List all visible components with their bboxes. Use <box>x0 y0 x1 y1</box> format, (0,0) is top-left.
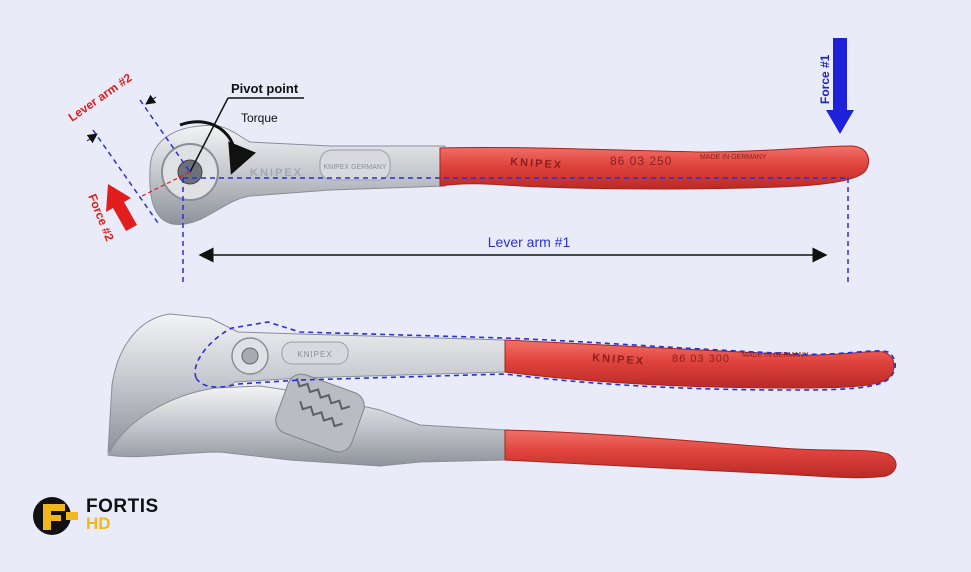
lever-arm-2-guide-b <box>139 99 191 173</box>
lever-arm-1-dimension: Lever arm #1 <box>198 234 828 263</box>
lever-arm-2-red-dashed <box>141 171 191 197</box>
force-1-arrow-shaft <box>833 38 847 112</box>
fortis-hd-logo-mark-icon <box>33 497 78 535</box>
torque-arc-arrow <box>179 120 257 175</box>
bottom-handle-origin: MADE IN GERMANY <box>742 352 809 359</box>
pivot-point-label: Pivot point <box>231 81 299 96</box>
bottom-lever-dashed-outline <box>194 321 896 391</box>
lever-arm-2-guide-a <box>92 129 159 224</box>
top-plier: KNIPEX GERMANY KNIPEX KNIPEX 86 03 250 M… <box>149 124 870 226</box>
bottom-stamp-plate <box>281 341 349 365</box>
lever-arm-1-label: Lever arm #1 <box>488 234 571 250</box>
top-handle-origin: MADE IN GERMANY <box>700 154 767 161</box>
bottom-upper-red-handle <box>504 339 895 389</box>
bottom-stamp-text: KNIPEX <box>297 350 332 359</box>
bottom-plier: KNIPEX KNIPEX 86 03 300 MADE IN GERMANY <box>107 313 897 479</box>
logo-word-fortis: FORTIS <box>86 496 159 517</box>
fortis-hd-logo: FORTIS HD <box>30 494 180 538</box>
lever-arm-2-tick-left <box>86 133 98 144</box>
top-metal-brand: KNIPEX <box>250 167 303 179</box>
top-guides <box>86 94 849 285</box>
force-2-arrow <box>106 184 137 231</box>
pivot-point-callout: Pivot point Torque <box>179 81 304 175</box>
lever-arm-2-tick-right <box>145 94 157 105</box>
bottom-handle-model: 86 03 300 <box>672 353 730 365</box>
torque-label: Torque <box>241 111 278 125</box>
force-1-arrow-head <box>826 110 854 134</box>
top-handle-model: 86 03 250 <box>610 154 672 168</box>
logo-word-hd: HD <box>86 514 111 533</box>
force-1-indicator: Force #1 <box>818 38 854 134</box>
bottom-pivot-bolt <box>241 347 259 365</box>
pivot-point-leader <box>189 97 229 173</box>
force-1-label: Force #1 <box>818 54 832 104</box>
bottom-lower-red-handle <box>504 429 897 479</box>
bottom-handle-brand: KNIPEX <box>592 352 646 368</box>
lever-arm-2-label: Lever arm #2 <box>66 70 135 124</box>
bottom-adjustment-rack <box>275 373 365 453</box>
top-stamp-text: KNIPEX GERMANY <box>323 164 386 171</box>
top-stamp-plate <box>319 149 391 181</box>
top-handle-brand: KNIPEX <box>510 156 564 172</box>
force-2-indicator: Force #2 <box>85 184 137 243</box>
